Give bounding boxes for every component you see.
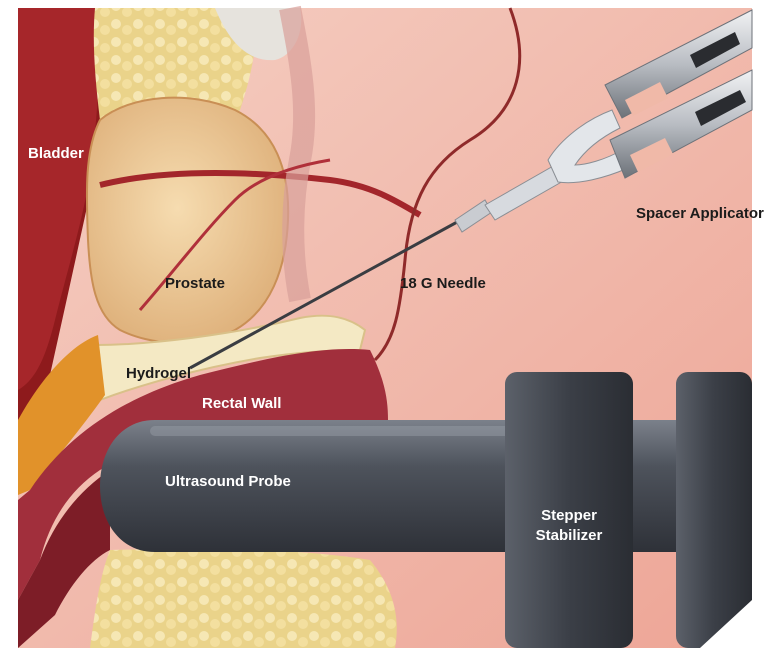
pelvic-muscle (290, 8, 304, 300)
stepper-block-right (676, 372, 752, 648)
label-stepper: Stepper (541, 507, 597, 524)
label-ultrasound-probe: Ultrasound Probe (165, 473, 291, 490)
label-bladder: Bladder (28, 145, 84, 162)
label-prostate: Prostate (165, 275, 225, 292)
prostate-gland (87, 98, 288, 344)
label-rectal-wall: Rectal Wall (202, 395, 281, 412)
label-stabilizer: Stabilizer (536, 527, 603, 544)
probe-highlight (150, 426, 530, 436)
label-spacer-applicator: Spacer Applicator (636, 205, 764, 222)
fat-tissue-lower (90, 549, 397, 648)
label-hydrogel: Hydrogel (126, 365, 191, 382)
label-needle: 18 G Needle (400, 275, 486, 292)
